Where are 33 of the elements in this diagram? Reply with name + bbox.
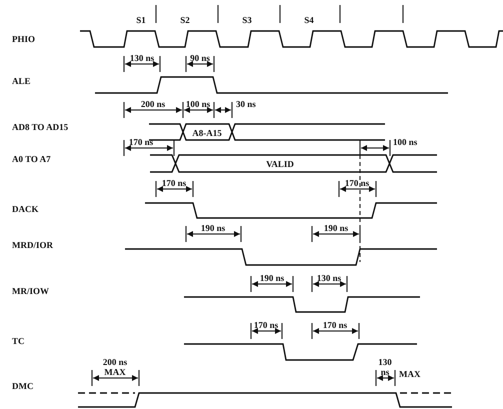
signal-name: ALE bbox=[12, 76, 31, 86]
signal-name: TC bbox=[12, 336, 25, 346]
signal-name: MRD/IOR bbox=[12, 240, 53, 250]
signal-name: DACK bbox=[12, 204, 38, 214]
timing-label: 90 ns bbox=[190, 53, 210, 63]
timing-label: 130 ns bbox=[378, 357, 392, 377]
bus-value-label: A8-A15 bbox=[192, 128, 222, 138]
signal-name: A0 TO A7 bbox=[12, 154, 51, 164]
timing-label: 190 ns bbox=[200, 223, 226, 233]
timing-label: 170 ns bbox=[254, 320, 278, 330]
signal-name: DMC bbox=[12, 381, 34, 391]
timing-label: 130 ns bbox=[316, 273, 342, 283]
timing-label: 130 ns bbox=[130, 53, 154, 63]
timing-label: 190 ns bbox=[260, 273, 284, 283]
timing-label: 170 ns bbox=[344, 178, 370, 188]
timing-label: 30 ns bbox=[236, 99, 256, 109]
signal-name: AD8 TO AD15 bbox=[12, 122, 68, 132]
signal-name: PHIO bbox=[12, 34, 36, 44]
state-label: S1 bbox=[136, 15, 146, 25]
signal-name: MR/IOW bbox=[12, 286, 49, 296]
bus-value-label: VALID bbox=[266, 159, 294, 169]
timing-label: 200 ns MAX bbox=[102, 357, 128, 377]
timing-label: 170 ns bbox=[128, 137, 154, 147]
timing-label: 170 ns bbox=[322, 320, 348, 330]
timing-label: 190 ns bbox=[324, 223, 348, 233]
timing-label: MAX bbox=[399, 369, 420, 379]
state-label: S2 bbox=[180, 15, 190, 25]
timing-label: 100 ns bbox=[186, 99, 210, 109]
state-label: S3 bbox=[242, 15, 252, 25]
state-label: S4 bbox=[304, 15, 314, 25]
timing-label: 100 ns bbox=[393, 137, 418, 147]
timing-label: 200 ns bbox=[140, 99, 166, 109]
timing-label: 170 ns bbox=[162, 178, 186, 188]
